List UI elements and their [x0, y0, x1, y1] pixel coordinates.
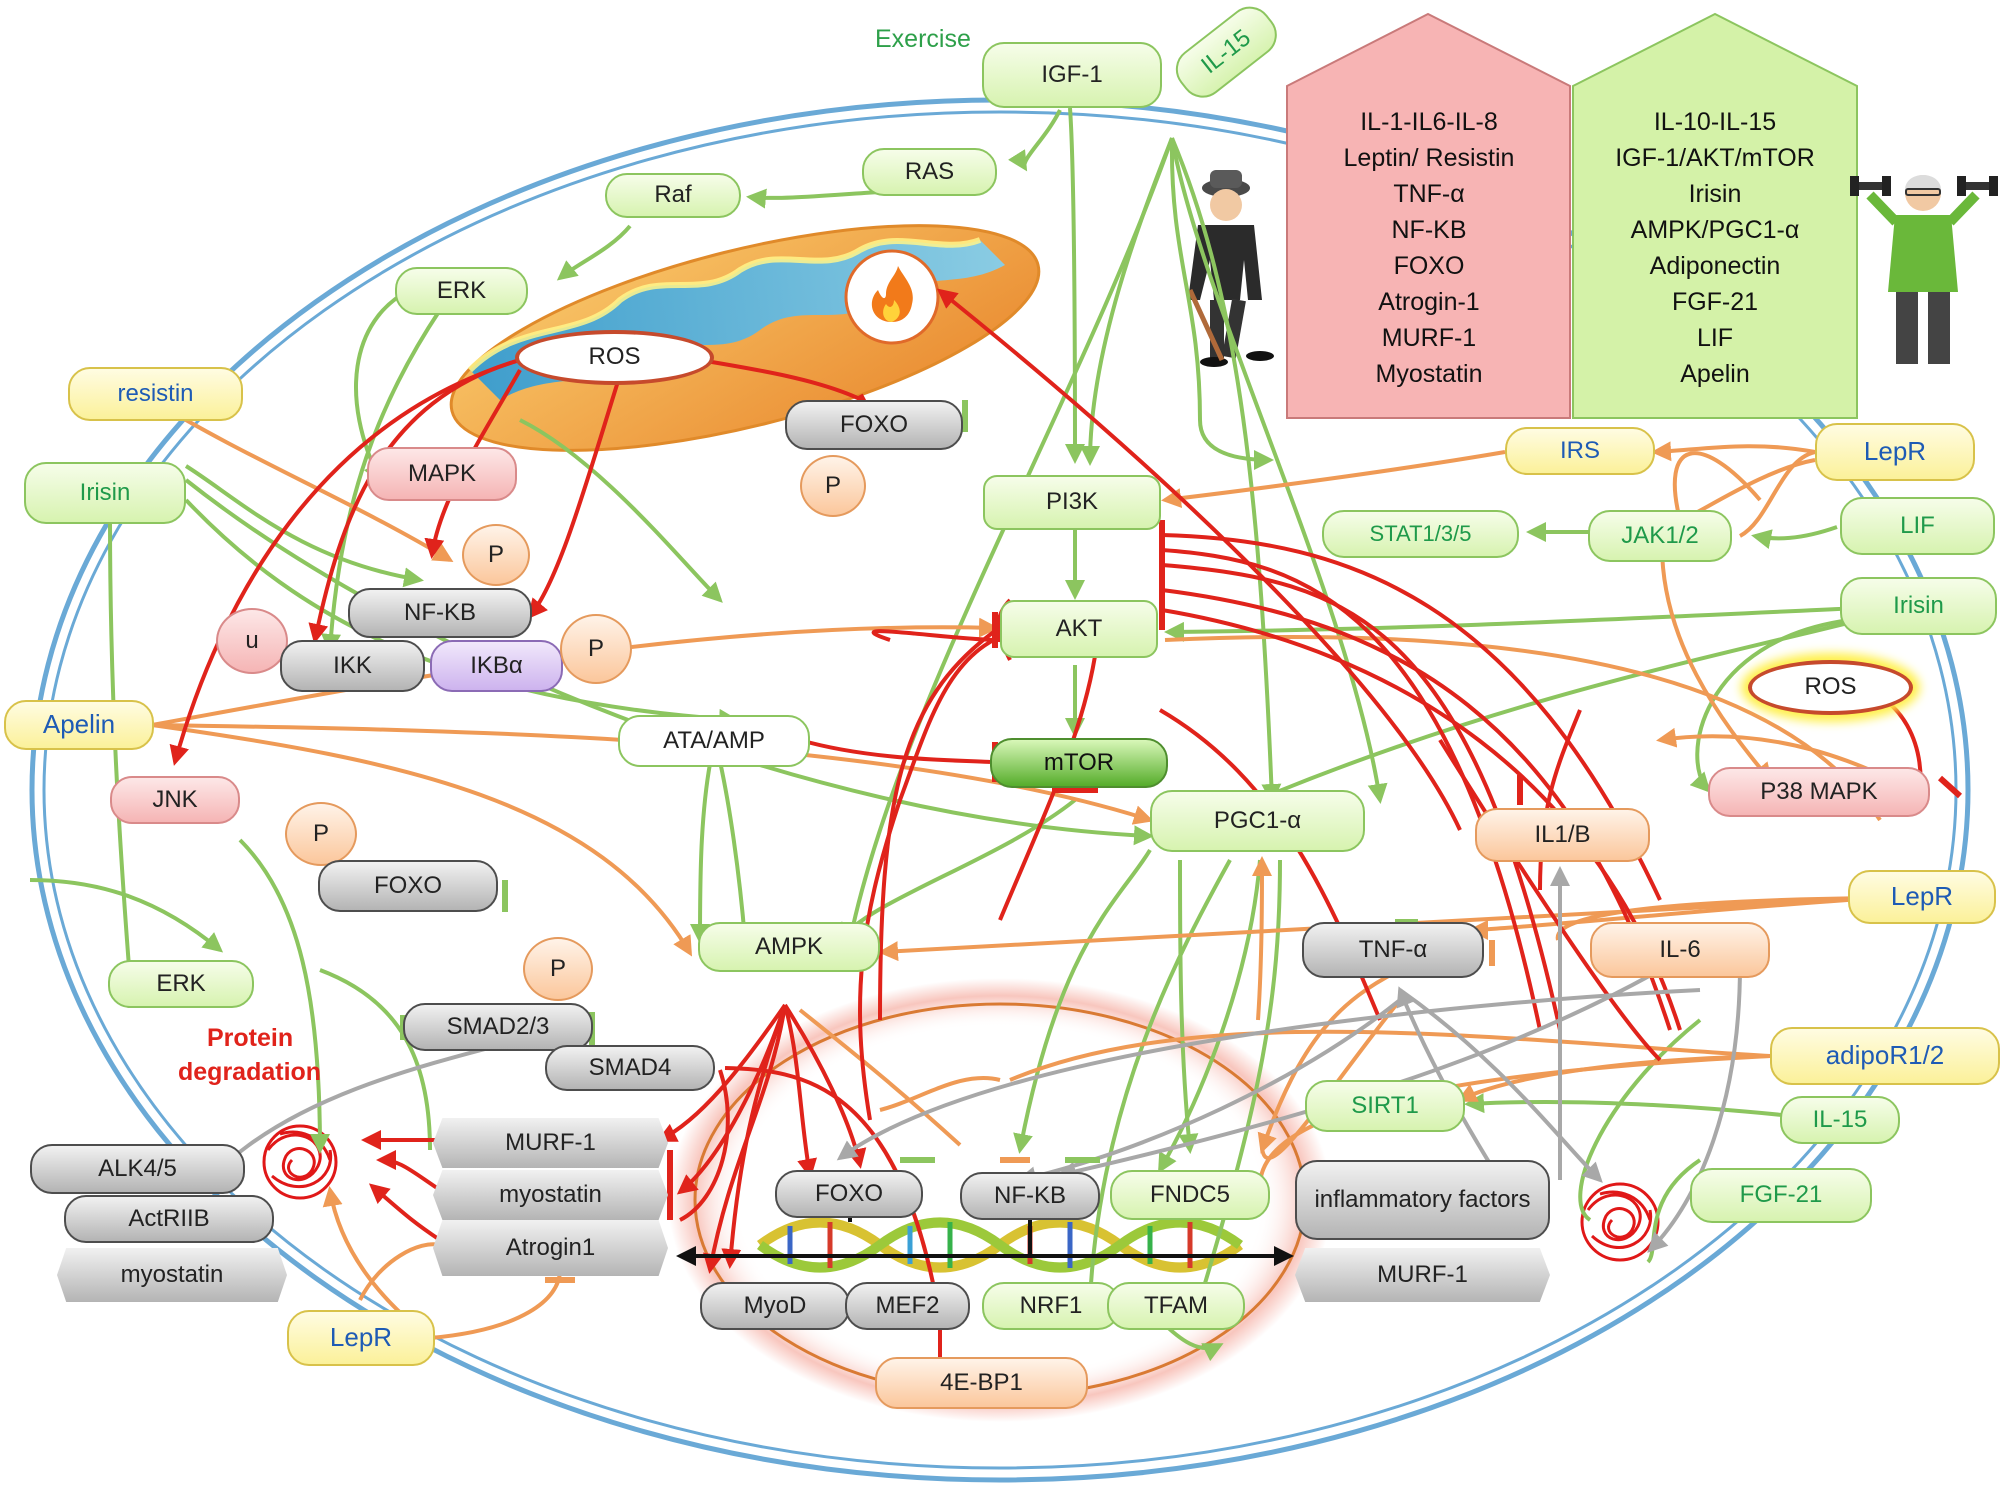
node-raf[interactable]: Raf: [605, 173, 741, 218]
node-foxo-nucleus[interactable]: FOXO: [775, 1170, 923, 1218]
node-foxo-mid[interactable]: FOXO: [318, 860, 498, 912]
node-irisin-right[interactable]: Irisin: [1840, 577, 1997, 635]
exercise-factors-house: [1572, 12, 1858, 419]
node-resistin[interactable]: resistin: [68, 367, 243, 421]
node-nrf1[interactable]: NRF1: [982, 1282, 1120, 1330]
node-ata-amp[interactable]: ATA/AMP: [618, 715, 810, 767]
node-jak[interactable]: JAK1/2: [1588, 510, 1732, 562]
aging-factor-6: Atrogin-1: [1378, 288, 1480, 316]
protein-aggregate-left: [262, 1124, 338, 1200]
aging-factor-1: IL-1-IL6-IL-8: [1360, 108, 1498, 136]
node-il15-right[interactable]: IL-15: [1780, 1096, 1900, 1144]
node-sirt1[interactable]: SIRT1: [1305, 1080, 1465, 1132]
node-il1b[interactable]: IL1/B: [1475, 808, 1650, 862]
activation-arrows: [29, 107, 1861, 1362]
node-apelin[interactable]: Apelin: [4, 700, 154, 750]
exercise-factor-5: Adiponectin: [1649, 252, 1781, 280]
node-fgf21[interactable]: FGF-21: [1690, 1168, 1872, 1223]
exercise-factor-6: FGF-21: [1671, 288, 1759, 316]
node-pgc1a[interactable]: PGC1-α: [1150, 790, 1365, 852]
node-ras[interactable]: RAS: [862, 148, 997, 196]
node-nfkb-nucleus[interactable]: NF-KB: [960, 1172, 1100, 1220]
exercise-factor-2: IGF-1/AKT/mTOR: [1615, 144, 1815, 172]
node-myod[interactable]: MyoD: [700, 1282, 850, 1330]
exercising-man-icon: [1850, 175, 1998, 364]
node-atrogin1[interactable]: Atrogin1: [433, 1220, 668, 1276]
node-akt[interactable]: AKT: [1000, 600, 1158, 658]
node-murf1-left[interactable]: MURF-1: [433, 1118, 668, 1168]
node-irisin-left[interactable]: Irisin: [24, 462, 186, 524]
aging-factor-3: TNF-α: [1393, 180, 1465, 208]
node-ikk[interactable]: IKK: [280, 640, 425, 692]
node-lepr-right[interactable]: LepR: [1848, 870, 1996, 924]
node-inflammatory-factors[interactable]: inflammatory factors: [1295, 1160, 1550, 1240]
node-murf1-right[interactable]: MURF-1: [1295, 1248, 1550, 1302]
aging-factor-4: NF-KB: [1391, 216, 1467, 244]
exercise-factor-3: Irisin: [1688, 180, 1742, 208]
node-jnk[interactable]: JNK: [110, 776, 240, 824]
node-lepr-bottom[interactable]: LepR: [287, 1310, 435, 1366]
node-4ebp1[interactable]: 4E-BP1: [875, 1357, 1088, 1409]
node-stat[interactable]: STAT1/3/5: [1322, 510, 1519, 558]
node-tfam[interactable]: TFAM: [1107, 1282, 1245, 1330]
exercise-factor-7: LIF: [1696, 324, 1734, 352]
node-erk-bottom[interactable]: ERK: [108, 960, 254, 1008]
node-ros-mitochondria[interactable]: ROS: [515, 330, 714, 385]
node-tnfa[interactable]: TNF-α: [1302, 922, 1484, 978]
node-igf1[interactable]: IGF-1: [982, 42, 1162, 108]
protein-degradation-label-1: Protein: [207, 1024, 294, 1052]
exercise-factor-8: Apelin: [1680, 360, 1750, 388]
node-erk-top[interactable]: ERK: [395, 267, 528, 315]
node-ampk[interactable]: AMPK: [698, 922, 880, 972]
node-mapk[interactable]: MAPK: [367, 447, 517, 501]
node-nfkb-top[interactable]: NF-KB: [348, 588, 532, 638]
exercise-label: Exercise: [875, 25, 971, 53]
exercise-factor-4: AMPK/PGC1-α: [1630, 216, 1800, 244]
node-p38-mapk[interactable]: P38 MAPK: [1708, 767, 1930, 817]
node-fndc5[interactable]: FNDC5: [1110, 1170, 1270, 1220]
phospho-foxo-top: P: [800, 455, 866, 517]
node-myostatin-left[interactable]: myostatin: [57, 1248, 287, 1302]
protein-degradation-label-2: degradation: [178, 1058, 322, 1086]
node-actriib[interactable]: ActRIIB: [64, 1195, 274, 1243]
aging-factor-7: MURF-1: [1381, 324, 1477, 352]
node-lepr-top[interactable]: LepR: [1815, 423, 1975, 481]
adipokine-bars: [545, 940, 1495, 1283]
phospho-nfkb: P: [462, 524, 530, 586]
node-alk45[interactable]: ALK4/5: [30, 1144, 245, 1194]
node-il6[interactable]: IL-6: [1590, 922, 1770, 978]
node-adipor[interactable]: adipoR1/2: [1770, 1027, 2000, 1085]
ubiquitin-u: u: [216, 608, 288, 674]
aging-factor-2: Leptin/ Resistin: [1343, 144, 1515, 172]
aging-factor-8: Myostatin: [1375, 360, 1483, 388]
phospho-foxo-mid: P: [285, 802, 357, 866]
mitochondrion: [449, 224, 1041, 452]
node-smad4[interactable]: SMAD4: [545, 1045, 715, 1091]
phospho-ikba: P: [560, 614, 632, 684]
node-ikba[interactable]: IKBα: [430, 640, 563, 692]
node-ros-right[interactable]: ROS: [1748, 660, 1913, 715]
node-mef2[interactable]: MEF2: [845, 1282, 970, 1330]
node-smad23[interactable]: SMAD2/3: [403, 1003, 593, 1051]
node-pi3k[interactable]: PI3K: [983, 475, 1161, 530]
protein-aggregate-right: [1580, 1182, 1660, 1262]
exercise-factor-1: IL-10-IL-15: [1653, 108, 1777, 136]
aging-factor-5: FOXO: [1393, 252, 1465, 280]
phospho-smad: P: [523, 937, 593, 1001]
node-myostatin-mid[interactable]: myostatin: [433, 1170, 668, 1220]
aging-factors-house: [1286, 12, 1571, 419]
node-lif[interactable]: LIF: [1840, 497, 1995, 555]
node-foxo-top[interactable]: FOXO: [785, 400, 963, 450]
node-irs[interactable]: IRS: [1505, 427, 1655, 475]
node-mtor[interactable]: mTOR: [990, 738, 1168, 788]
